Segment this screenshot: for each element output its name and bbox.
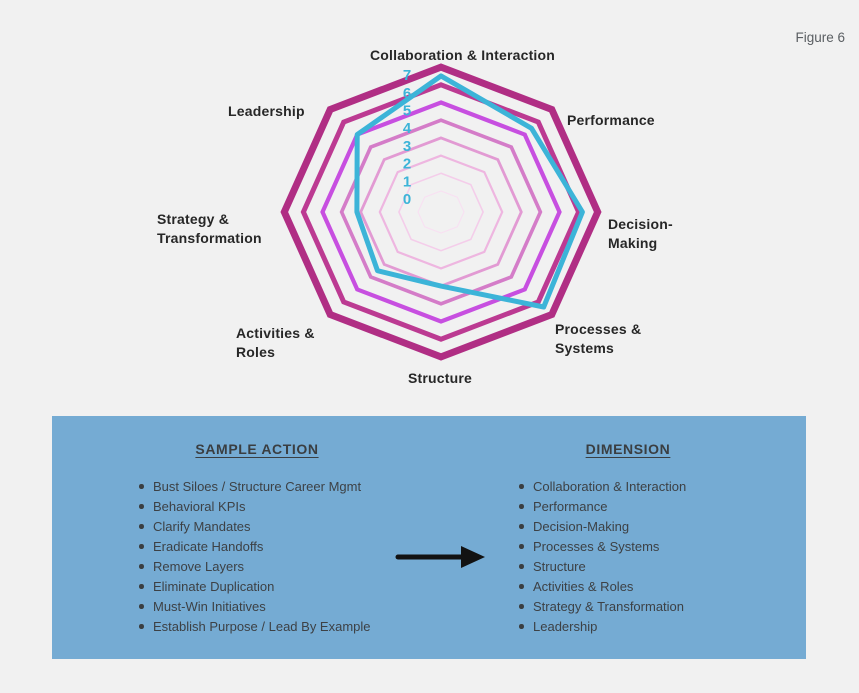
axis-label-leadership: Leadership [228,103,305,119]
scale-tick-label: 5 [403,103,411,120]
grid-ring-5 [320,100,562,324]
list-item: Decision-Making [518,520,686,533]
legend-panel: SAMPLE ACTION Bust Siloes / Structure Ca… [52,416,806,659]
mapping-arrow-icon [395,544,487,570]
list-item: Must-Win Initiatives [139,600,371,613]
axis-label-processes-systems: Processes & Systems [555,321,642,357]
sample-action-header: SAMPLE ACTION [195,441,319,457]
list-item: Strategy & Transformation [518,600,686,613]
scale-tick-label: 6 [403,85,411,102]
list-item: Eradicate Handoffs [139,540,371,553]
list-item: Performance [518,500,686,513]
data-series-polygon [354,73,585,310]
axis-label-strategy-transformation: Strategy & Transformation [157,211,262,247]
list-item: Remove Layers [139,560,371,573]
list-item: Leadership [518,620,686,633]
grid-ring-7 [280,63,602,361]
list-item: Bust Siloes / Structure Career Mgmt [139,480,371,493]
axis-label-performance: Performance [567,112,655,128]
grid-ring-6 [300,82,582,342]
grid-ring-1 [398,172,484,252]
list-item: Eliminate Duplication [139,580,371,593]
figure-label: Figure 6 [795,30,845,45]
sample-action-column: SAMPLE ACTION Bust Siloes / Structure Ca… [112,416,402,659]
arrow-head [461,546,485,568]
dimension-header: DIMENSION [585,441,671,457]
list-item: Clarify Mandates [139,520,371,533]
list-item: Collaboration & Interaction [518,479,687,494]
axis-label-structure: Structure [407,370,473,386]
list-item: Processes & Systems [518,540,686,553]
scale-tick-label: 0 [403,191,411,208]
list-item: Behavioral KPIs [139,500,371,513]
scale-tick-label: 7 [403,67,411,84]
list-item: Structure [518,560,686,573]
scale-tick-label: 4 [403,120,412,137]
scale-tick-label: 2 [403,156,411,173]
axis-label-activities-roles: Activities & Roles [236,325,315,361]
axis-label-decision-making: Decision- Making [608,216,673,252]
scale-tick-label: 1 [403,173,411,190]
grid-ring-4 [339,118,543,306]
list-item: Activities & Roles [518,580,686,593]
list-item: Establish Purpose / Lead By Example [139,619,371,634]
grid-ring-2 [378,154,504,270]
axis-label-collaboration-interaction: Collaboration & Interaction [369,47,556,63]
grid-ring-0 [417,190,465,234]
grid-ring-3 [359,136,523,288]
scale-tick-label: 3 [403,138,411,155]
